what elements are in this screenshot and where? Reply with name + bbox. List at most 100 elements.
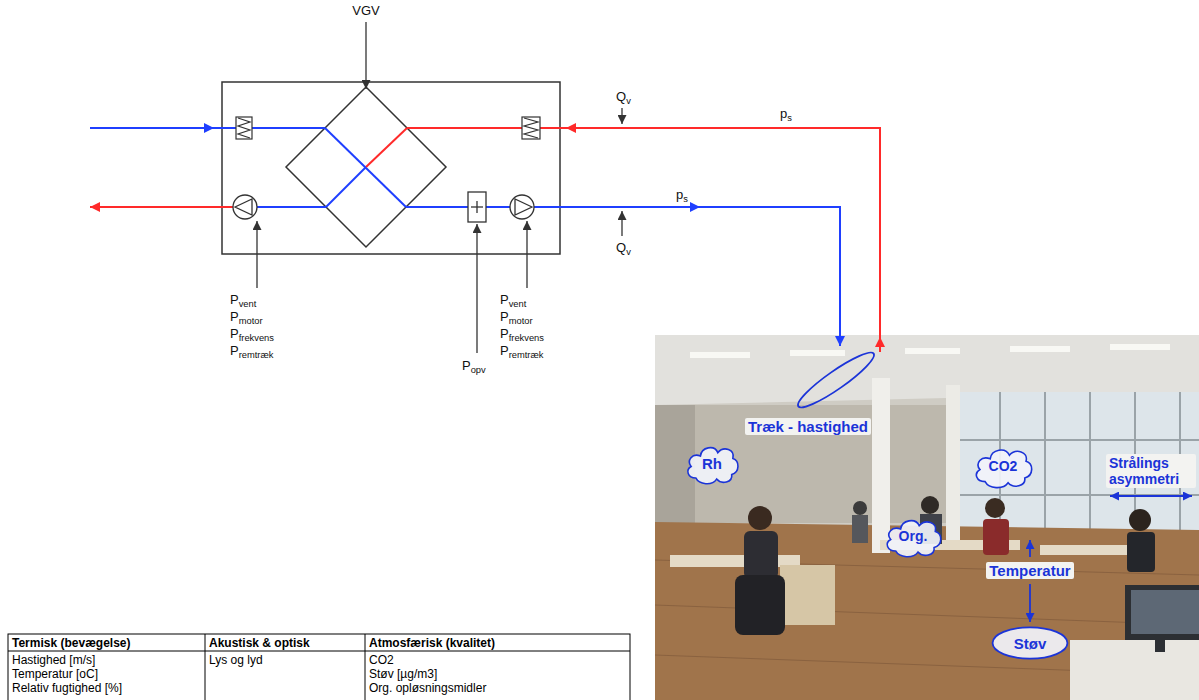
person [744, 531, 778, 579]
humidity-cloud: Rh [683, 440, 741, 486]
symbol-subscript: s [683, 194, 688, 204]
callout-arrow [526, 221, 527, 288]
power-label: Premtræk [500, 343, 543, 359]
pillar [872, 378, 890, 553]
filter-symbol [522, 117, 540, 139]
symbol-letter: Q [616, 89, 626, 104]
power-label: Pvent [500, 292, 526, 308]
table-grid [8, 651, 630, 652]
table-header: Termisk (bevægelse) [12, 636, 131, 650]
ceiling-light [690, 344, 1170, 358]
air-duct [90, 127, 214, 129]
fan-symbol [235, 199, 252, 215]
person [735, 496, 1155, 635]
pressure-label: ps [780, 106, 792, 122]
table-cell: Relativ fugtighed [%] [12, 681, 122, 695]
power-label: Pvent [230, 292, 256, 308]
symbol-letter: P [500, 343, 509, 358]
node-text: Støv [1014, 635, 1047, 652]
air-duct [326, 167, 366, 207]
solvent-cloud: Org. [882, 513, 944, 559]
air-duct [214, 127, 236, 129]
comfort-label: Træk - hastighed [745, 418, 871, 435]
symbol-subscript: v [626, 96, 631, 106]
symbol-subscript: vent [509, 299, 527, 309]
air-duct [700, 207, 840, 346]
pressure-label: ps [676, 187, 688, 203]
heater-symbol [476, 201, 477, 213]
symbol-letter: P [230, 343, 239, 358]
symbol-subscript: remtræk [239, 350, 274, 360]
ceiling-light [905, 348, 960, 354]
ceiling-light [1110, 344, 1170, 350]
fan-symbol [233, 195, 534, 219]
symbol-subscript: motor [509, 316, 533, 326]
office-photo [960, 392, 1199, 532]
filter-symbol [238, 118, 250, 138]
air-duct [407, 127, 522, 129]
symbol-subscript: opv [471, 365, 486, 375]
person [983, 519, 1009, 555]
table-grid [8, 634, 630, 700]
filter-symbol [524, 118, 538, 138]
radiation-arrow [1110, 495, 1150, 497]
symbol-letter: P [500, 309, 509, 324]
monitor [1125, 585, 1199, 640]
temperature-arrow [1029, 584, 1031, 622]
table-header: Atmosfærisk (kvalitet) [369, 636, 495, 650]
node-text: Org. [899, 528, 928, 545]
callout-arrow [621, 108, 622, 124]
symbol-subscript: s [787, 113, 792, 123]
fan-symbol [233, 195, 257, 219]
callout-arrow [365, 22, 366, 89]
symbol-letter: p [676, 187, 683, 202]
dust-ellipse: Støv [991, 626, 1069, 660]
monitor [1131, 590, 1199, 634]
window-frame [960, 439, 1199, 441]
heat-exchanger [286, 87, 446, 247]
symbol-letter: P [500, 326, 509, 341]
table-grid [365, 634, 366, 700]
air-duct [366, 128, 407, 167]
symbol-letter: P [500, 292, 509, 307]
callout-arrow [256, 221, 257, 288]
symbol-letter: P [230, 326, 239, 341]
air-duct [406, 206, 468, 208]
power-label: Premtræk [230, 343, 273, 359]
person [1127, 532, 1155, 572]
power-label: Pmotor [500, 309, 533, 325]
pillar [946, 385, 960, 550]
co2-cloud: CO2 [971, 442, 1035, 490]
cloud-outline [887, 521, 941, 557]
office-photo [655, 405, 960, 523]
ceiling-light [690, 352, 750, 358]
symbol-letter: p [780, 106, 787, 121]
symbol-subscript: frekvens [239, 333, 274, 343]
callout-arrow [476, 224, 477, 353]
filter-symbol [236, 117, 540, 139]
node-text: Rh [702, 455, 722, 472]
flow-label: Qv [616, 89, 631, 105]
air-duct [879, 337, 881, 352]
symbol-letter: P [230, 292, 239, 307]
symbol-subscript: frekvens [509, 333, 544, 343]
temperature-arrow [1029, 540, 1031, 557]
fan-symbol [515, 199, 532, 215]
ceiling-light [1010, 346, 1070, 352]
table-grid [205, 634, 206, 700]
component-label: VGV [352, 3, 379, 19]
air-duct [252, 127, 325, 129]
air-duct [566, 128, 880, 337]
fan-symbol [510, 195, 534, 219]
person [985, 498, 1005, 518]
monitor [1125, 585, 1199, 652]
table-cell: Støv [µg/m3] [369, 667, 437, 681]
heater-symbol [468, 192, 486, 222]
symbol-letter: P [462, 358, 471, 373]
table-cell: Lys og lyd [209, 653, 263, 667]
air-handling-unit [222, 82, 560, 254]
table-header: Akustisk & optisk [209, 636, 310, 650]
symbol-subscript: vent [239, 299, 257, 309]
person [1129, 509, 1151, 531]
